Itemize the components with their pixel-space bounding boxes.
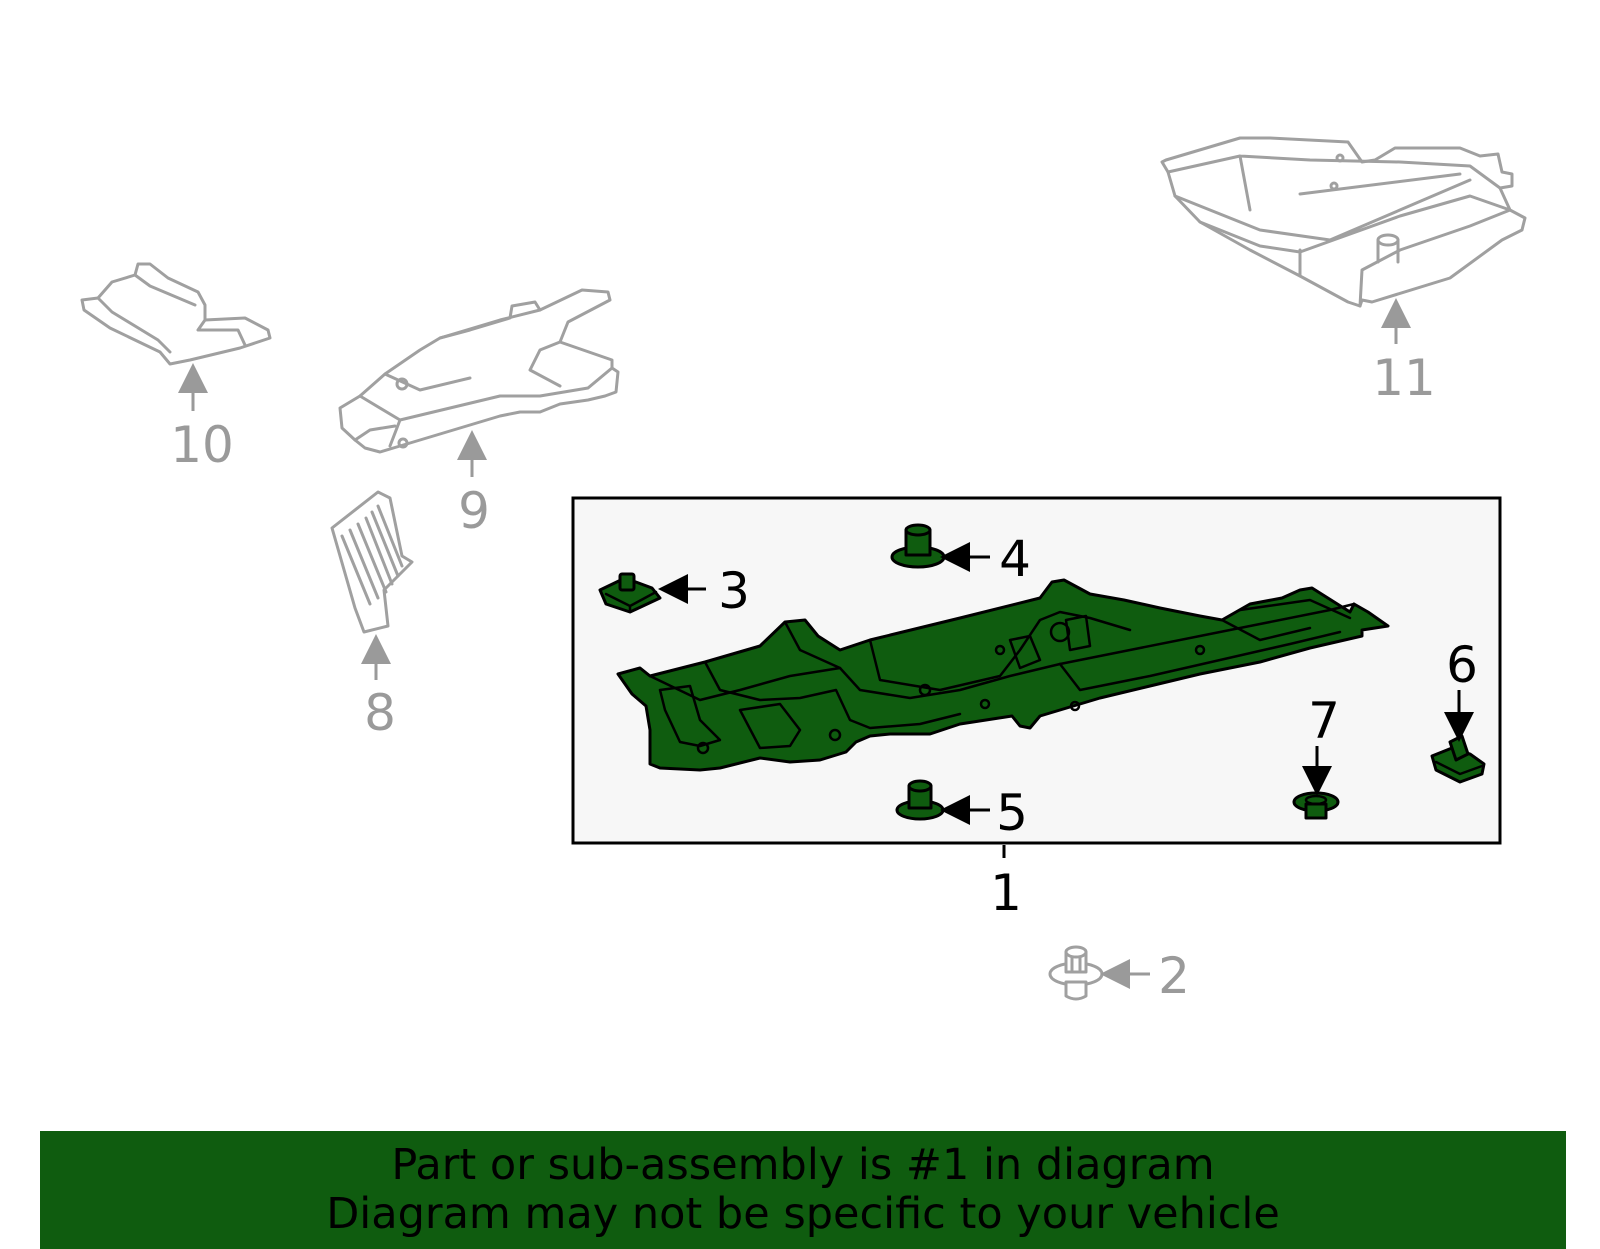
callout-9[interactable]: 9	[458, 482, 490, 540]
callout-6[interactable]: 6	[1446, 636, 1478, 694]
part-2-bolt[interactable]	[1048, 945, 1104, 1001]
callout-3[interactable]: 3	[718, 562, 750, 620]
part-9-shield[interactable]	[338, 288, 620, 454]
banner-line-2: Diagram may not be specific to your vehi…	[326, 1189, 1280, 1239]
callout-2[interactable]: 2	[1158, 947, 1190, 1005]
callout-1[interactable]: 1	[990, 864, 1022, 922]
callout-4[interactable]: 4	[999, 530, 1031, 588]
part-4-clip[interactable]	[890, 523, 946, 569]
banner-line-1: Part or sub-assembly is #1 in diagram	[391, 1140, 1215, 1190]
callout-10[interactable]: 10	[170, 416, 234, 474]
part-10-bracket[interactable]	[80, 262, 272, 366]
part-8-panel[interactable]	[330, 490, 414, 634]
info-banner: Part or sub-assembly is #1 in diagram Di…	[40, 1131, 1566, 1249]
callout-11[interactable]: 11	[1372, 349, 1436, 407]
callout-7[interactable]: 7	[1308, 692, 1340, 750]
callout-5[interactable]: 5	[996, 784, 1028, 842]
part-11-tray[interactable]	[1160, 136, 1527, 308]
callout-8[interactable]: 8	[364, 684, 396, 742]
part-1-under-cover[interactable]	[616, 578, 1390, 772]
